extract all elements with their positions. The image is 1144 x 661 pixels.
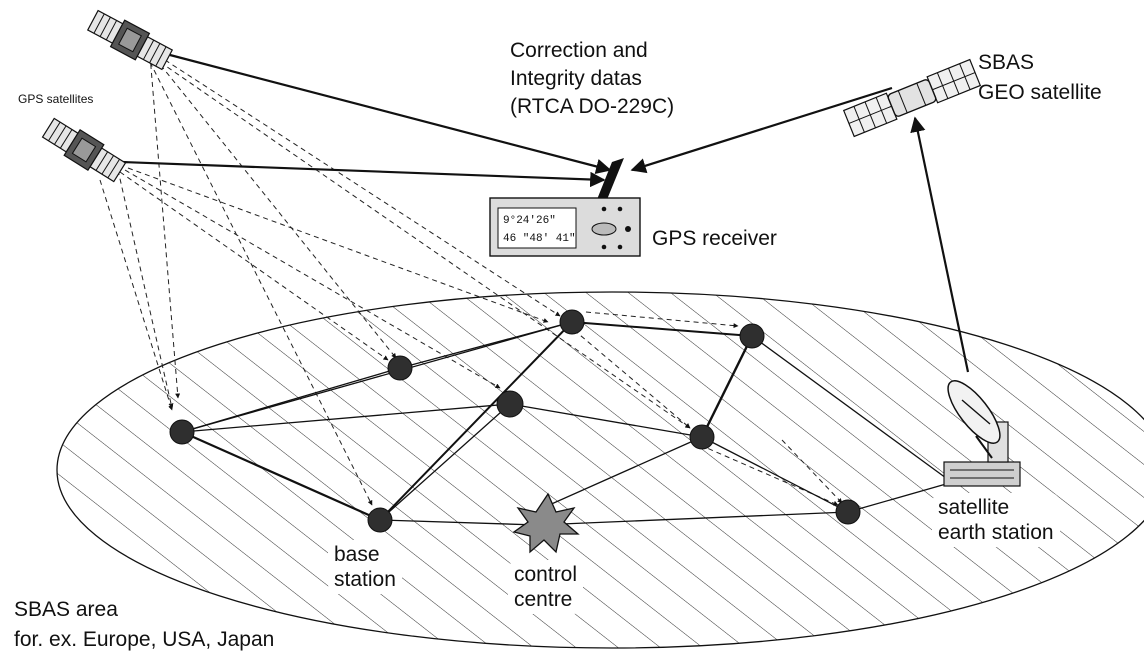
sbas-area-label: SBAS area: [14, 598, 118, 621]
station-dot: [689, 424, 715, 450]
station-dot: [739, 323, 765, 349]
gps-receiver-device: 9°24'26" 46 "48' 41": [489, 158, 641, 257]
station-dot: [169, 419, 195, 445]
correction-label-3: (RTCA DO-229C): [510, 95, 675, 118]
earth-station-label: satellite earth station: [932, 493, 1060, 548]
satellite-dish-icon: [943, 380, 1021, 487]
correction-links: [121, 53, 970, 373]
ground-network-links: [181, 321, 947, 526]
receiver-longitude: 46 "48' 41": [503, 233, 576, 245]
ground-stations: [169, 309, 861, 533]
station-dot: [496, 390, 524, 418]
control-centre-star: [512, 492, 580, 554]
sbas-label: SBAS: [978, 51, 1035, 74]
base-station-line2: station: [334, 568, 396, 592]
control-centre-label: control centre: [508, 560, 584, 615]
station-dot: [835, 499, 861, 525]
gps-receiver-label: GPS receiver: [652, 227, 777, 250]
station-dot: [367, 507, 393, 533]
gps-satellites-label: GPS satellites: [18, 92, 94, 106]
gps-ranging-signals: [99, 54, 843, 506]
receiver-latitude: 9°24'26": [503, 215, 556, 227]
station-dot: [387, 355, 413, 381]
gps-satellite-icon: [41, 117, 127, 183]
base-station-line1: base: [334, 543, 380, 566]
geo-satellite-label: GEO satellite: [978, 81, 1102, 104]
control-centre-line1: control: [514, 563, 578, 586]
earth-station-line1: satellite: [938, 496, 1010, 519]
base-station-label: base station: [328, 540, 402, 595]
geo-satellite-icon: [842, 58, 982, 138]
earth-station-line2: earth station: [938, 521, 1054, 545]
control-centre-line2: centre: [514, 588, 573, 612]
correction-label-1: Correction and: [510, 39, 648, 62]
station-dot: [559, 309, 585, 335]
sbas-area-examples: for. ex. Europe, USA, Japan: [14, 628, 275, 651]
gps-satellite-icon: [86, 9, 174, 71]
correction-label-2: Integrity datas: [510, 67, 642, 90]
